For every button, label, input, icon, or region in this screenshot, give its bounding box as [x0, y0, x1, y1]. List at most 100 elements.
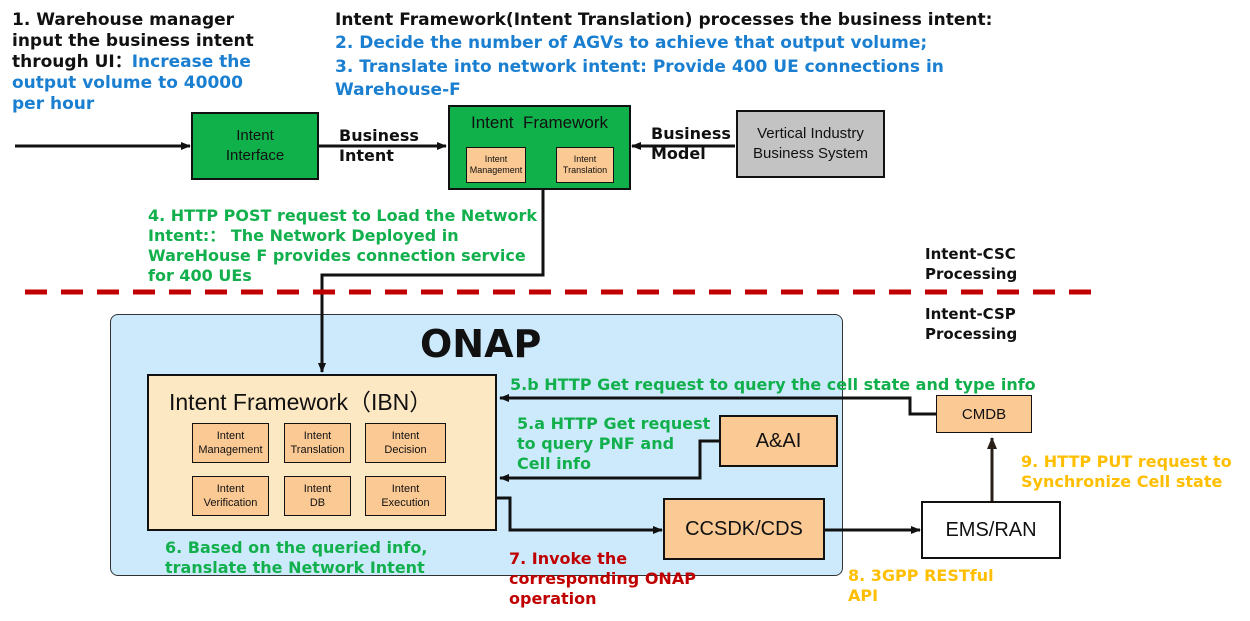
step6-line2: translate the Network Intent: [165, 558, 425, 577]
step7-text: 7. Invoke the corresponding ONAP operati…: [509, 549, 696, 609]
vertical-industry-label: Vertical Industry Business System: [753, 124, 868, 164]
module-line2: Translation: [562, 165, 608, 175]
step4-line3: WareHouse F provides connection service: [148, 246, 526, 265]
intent-interface-label: Intent Interface: [226, 126, 284, 166]
step1-line3: through UI：Increase the: [12, 52, 254, 73]
step8-line2: API: [848, 586, 879, 605]
module-line2: Translation: [290, 444, 345, 456]
step4-text: 4. HTTP POST request to Load the Network…: [148, 206, 537, 286]
intent-interface-line2: Interface: [225, 147, 285, 164]
invoke-operation-arrow: [497, 496, 663, 534]
step5b-text: 5.b HTTP Get request to query the cell s…: [510, 375, 1036, 394]
module-line1: Intent: [391, 483, 420, 495]
step8-line1: 8. 3GPP RESTful: [848, 566, 994, 585]
business-intent-label: Business Intent: [339, 126, 419, 166]
csc-line2: Processing: [925, 265, 1018, 283]
module-line2: DB: [309, 497, 326, 509]
intent-csc-label: Intent-CSC Processing: [925, 244, 1017, 284]
step4-line1: 4. HTTP POST request to Load the Network: [148, 206, 538, 225]
business-model-line2: Model: [651, 144, 706, 163]
framework-heading: Intent Framework(Intent Translation) pro…: [335, 10, 993, 30]
module-line1: Intent: [573, 154, 597, 164]
network-intent-arrow: [318, 189, 545, 373]
step7-line2: corresponding ONAP: [509, 569, 696, 588]
step1-line3-blue: Increase the: [131, 52, 251, 72]
module-line1: Intent: [303, 483, 332, 495]
step1-line2: input the business intent: [12, 31, 254, 51]
step7-line3: operation: [509, 589, 597, 608]
vertical-industry-line2: Business System: [752, 145, 869, 162]
csp-line2: Processing: [925, 325, 1018, 343]
step1-text: 1. Warehouse manager input the business …: [12, 10, 254, 115]
module-line1: Intent: [484, 154, 508, 164]
step3-line2: Warehouse-F: [335, 80, 461, 100]
step3-line1: 3. Translate into network intent: Provid…: [335, 57, 944, 77]
cmdb-box[interactable]: CMDB: [936, 395, 1032, 433]
module-line2: Verification: [203, 497, 258, 509]
step5a-line1: 5.a HTTP Get request: [517, 414, 711, 433]
step1-line3-black: through UI：: [12, 52, 132, 72]
step8-text: 8. 3GPP RESTful API: [848, 566, 994, 606]
step6-text: 6. Based on the queried info, translate …: [165, 538, 427, 578]
module-line1: Intent: [216, 483, 245, 495]
business-model-label: Business Model: [651, 124, 731, 164]
ems-ran-box[interactable]: EMS/RAN: [921, 501, 1061, 559]
step1-line1: 1. Warehouse manager: [12, 10, 235, 30]
step9-line2: Synchronize Cell state: [1021, 472, 1223, 491]
step5a-line3: Cell info: [517, 454, 591, 473]
module-line2: Management: [198, 444, 263, 456]
module-line2: Management: [469, 165, 523, 175]
step1-line5: per hour: [12, 94, 95, 114]
vertical-industry-line1: Vertical Industry: [757, 125, 864, 142]
step2-text: 2. Decide the number of AGVs to achieve …: [335, 33, 928, 53]
step6-line1: 6. Based on the queried info,: [165, 538, 428, 557]
module-line1: Intent: [303, 430, 332, 442]
vertical-industry-box[interactable]: Vertical Industry Business System: [736, 110, 885, 178]
business-intent-line1: Business: [339, 126, 419, 145]
step9-text: 9. HTTP PUT request to Synchronize Cell …: [1021, 452, 1232, 492]
csp-line1: Intent-CSP: [925, 305, 1016, 323]
step4-line2: Intent:： The Network Deployed in: [148, 226, 459, 245]
step7-line1: 7. Invoke the: [509, 549, 628, 568]
intent-interface-line1: Intent: [236, 127, 274, 144]
module-line2: Decision: [384, 444, 427, 456]
csc-line1: Intent-CSC: [925, 245, 1016, 263]
business-intent-line2: Intent: [339, 146, 394, 165]
intent-framework-top-title: Intent Framework: [471, 113, 608, 132]
step1-line4: output volume to 40000: [12, 73, 243, 93]
cmdb-query-arrow: [499, 394, 936, 416]
aai-query-arrow: [499, 439, 720, 482]
ibn-title: Intent Framework（IBN）: [169, 389, 433, 415]
intent-interface-box[interactable]: Intent Interface: [191, 112, 319, 180]
step4-line4: for 400 UEs: [148, 266, 252, 285]
onap-title: ONAP: [420, 322, 542, 366]
intent-csp-label: Intent-CSP Processing: [925, 304, 1017, 344]
business-model-line1: Business: [651, 124, 731, 143]
module-line2: Execution: [381, 497, 430, 509]
step9-line1: 9. HTTP PUT request to: [1021, 452, 1232, 471]
module-line1: Intent: [391, 430, 420, 442]
module-line1: Intent: [216, 430, 245, 442]
step5a-line2: to query PNF and: [517, 434, 675, 453]
step5a-text: 5.a HTTP Get request to query PNF and Ce…: [517, 414, 710, 474]
ccsdk-cds-box[interactable]: CCSDK/CDS: [663, 498, 825, 560]
aai-box[interactable]: A&AI: [719, 415, 838, 467]
